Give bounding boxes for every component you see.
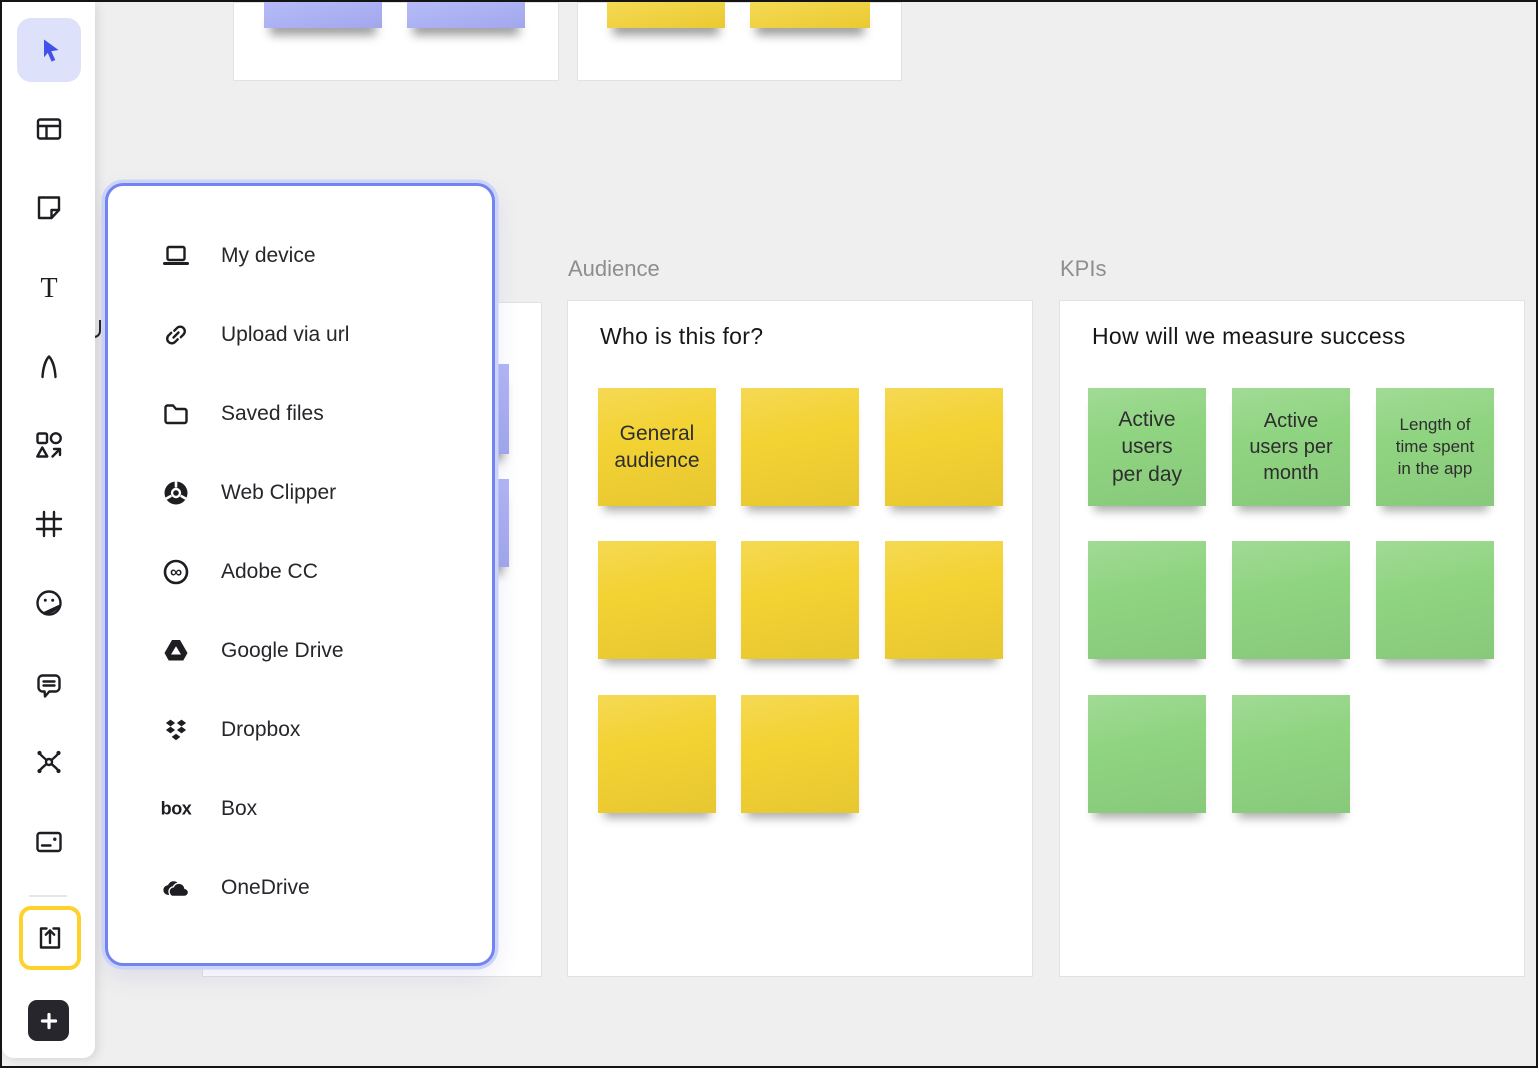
tool-button-connector[interactable]: [17, 730, 81, 794]
panel-heading: How will we measure success: [1092, 323, 1406, 350]
sticky-note[interactable]: [264, 2, 382, 28]
tool-button-pen[interactable]: [17, 334, 81, 398]
sticky-note[interactable]: [598, 541, 716, 659]
tool-button-add[interactable]: [28, 1000, 69, 1041]
tool-button-select[interactable]: [17, 18, 81, 82]
tool-button-shapes[interactable]: [17, 413, 81, 477]
menu-item-saved-files[interactable]: Saved files: [157, 392, 492, 436]
sticky-note[interactable]: [741, 541, 859, 659]
menu-item-label: Upload via url: [221, 323, 349, 347]
svg-text:∞: ∞: [170, 563, 182, 582]
menu-item-label: My device: [221, 244, 316, 268]
sticky-note[interactable]: [607, 2, 725, 28]
frame-title-audience[interactable]: Audience: [568, 256, 660, 282]
menu-item-label: OneDrive: [221, 876, 310, 900]
menu-item-upload-via-url[interactable]: Upload via url: [157, 313, 492, 357]
menu-item-label: Dropbox: [221, 718, 300, 742]
menu-item-adobe-cc[interactable]: ∞ Adobe CC: [157, 550, 492, 594]
tool-button-card[interactable]: [17, 810, 81, 874]
frame-panel-kpis[interactable]: How will we measure successActive users …: [1059, 300, 1525, 977]
sticky-note[interactable]: General audience: [598, 388, 716, 506]
sticky-note[interactable]: [885, 388, 1003, 506]
card-icon: [33, 826, 65, 858]
onedrive-icon: [157, 869, 195, 907]
svg-text:T: T: [40, 273, 57, 303]
sticky-note[interactable]: [1232, 695, 1350, 813]
panel-heading: Who is this for?: [600, 323, 763, 350]
pen-icon: [33, 350, 65, 382]
tool-button-templates[interactable]: [17, 97, 81, 161]
toolbar-divider: [29, 895, 67, 897]
menu-item-google-drive[interactable]: Google Drive: [157, 629, 492, 673]
tool-button-upload[interactable]: [19, 906, 81, 970]
menu-item-dropbox[interactable]: Dropbox: [157, 708, 492, 752]
upload-menu: My deviceUpload via urlSaved filesWeb Cl…: [105, 183, 495, 966]
toolbar: T: [2, 2, 95, 1058]
sticky-note[interactable]: [598, 695, 716, 813]
tool-button-sticker[interactable]: [17, 571, 81, 635]
dropbox-icon: [157, 711, 195, 749]
menu-item-onedrive[interactable]: OneDrive: [157, 866, 492, 910]
tool-button-frame[interactable]: [17, 492, 81, 556]
sticky-note-icon: [33, 192, 65, 224]
frame-title-kpis[interactable]: KPIs: [1060, 256, 1106, 282]
sticky-note[interactable]: [1376, 541, 1494, 659]
frame-icon: [33, 508, 65, 540]
text-icon: T: [33, 271, 65, 303]
sticky-note[interactable]: [1088, 695, 1206, 813]
folder-icon: [157, 395, 195, 433]
menu-item-box[interactable]: box Box: [157, 787, 492, 831]
upload-icon: [34, 922, 66, 954]
sticky-note[interactable]: [1088, 541, 1206, 659]
templates-icon: [33, 113, 65, 145]
frame-panel-audience[interactable]: Who is this for? General audience: [567, 300, 1033, 977]
tool-button-sticky-note[interactable]: [17, 176, 81, 240]
plus-icon: [34, 1006, 64, 1036]
laptop-icon: [157, 237, 195, 275]
link-icon: [157, 316, 195, 354]
chrome-icon: [157, 474, 195, 512]
tool-button-comment[interactable]: [17, 653, 81, 717]
sticky-note[interactable]: Length of time spent in the app: [1376, 388, 1494, 506]
menu-item-label: Google Drive: [221, 639, 344, 663]
menu-item-label: Web Clipper: [221, 481, 336, 505]
sticky-note[interactable]: [750, 2, 870, 28]
sticky-note[interactable]: [1232, 541, 1350, 659]
sticky-note[interactable]: Active users per day: [1088, 388, 1206, 506]
cursor-icon: [33, 34, 65, 66]
connector-icon: [33, 746, 65, 778]
comment-icon: [33, 669, 65, 701]
sticky-note[interactable]: [741, 388, 859, 506]
adobe-cc-icon: ∞: [157, 553, 195, 591]
sticky-note[interactable]: Active users per month: [1232, 388, 1350, 506]
sticky-note[interactable]: [407, 2, 525, 28]
svg-text:box: box: [161, 799, 192, 819]
shapes-icon: [33, 429, 65, 461]
menu-item-my-device[interactable]: My device: [157, 234, 492, 278]
menu-item-label: Adobe CC: [221, 560, 318, 584]
sticker-icon: [33, 587, 65, 619]
menu-item-web-clipper[interactable]: Web Clipper: [157, 471, 492, 515]
menu-item-label: Box: [221, 797, 257, 821]
sticky-note[interactable]: [741, 695, 859, 813]
box-icon: box: [157, 790, 195, 828]
sticky-note[interactable]: [885, 541, 1003, 659]
tool-button-text[interactable]: T: [17, 255, 81, 319]
google-drive-icon: [157, 632, 195, 670]
menu-item-label: Saved files: [221, 402, 324, 426]
